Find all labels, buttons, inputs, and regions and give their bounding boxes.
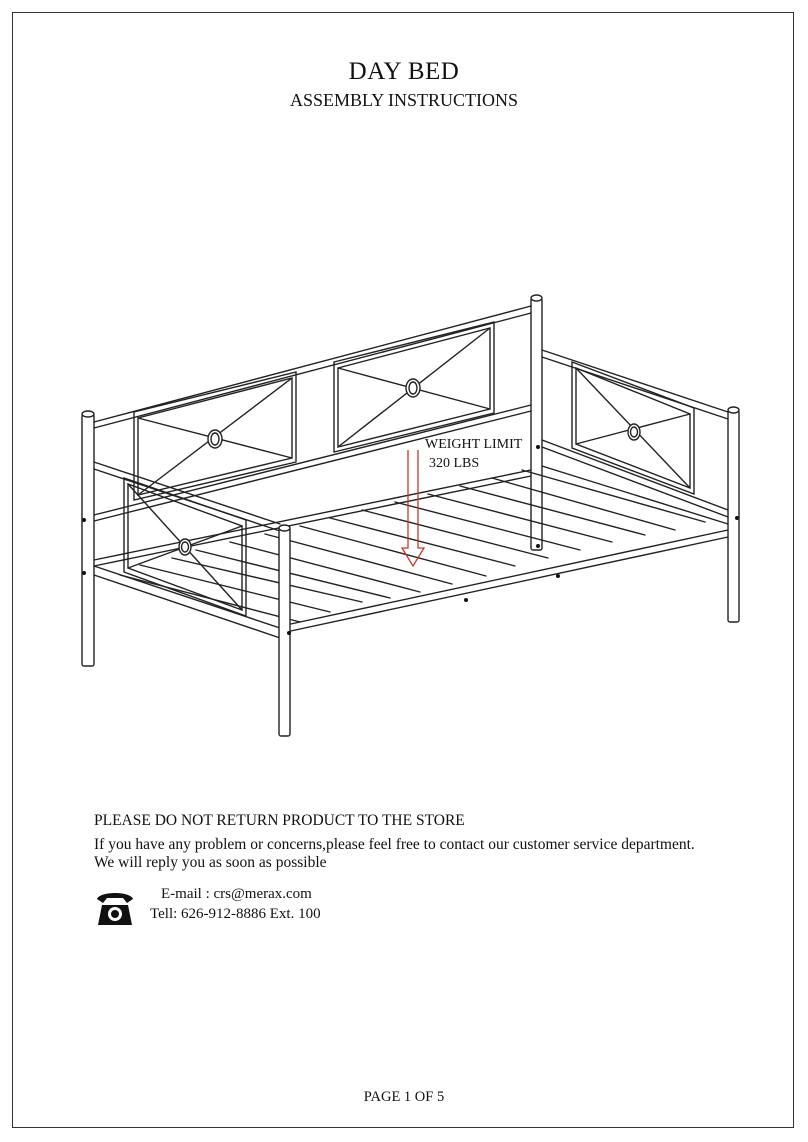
day-bed-illustration — [81, 294, 740, 737]
contact-phone: Tell: 626-912-8886 Ext. 100 — [150, 906, 321, 922]
document-title: DAY BED — [348, 58, 460, 85]
page-number: PAGE 1 OF 5 — [363, 1089, 445, 1105]
contact-email: E-mail : crs@merax.com — [161, 886, 312, 902]
page-border — [12, 12, 794, 1128]
weight-limit-label: WEIGHT LIMIT — [425, 437, 523, 452]
reply-note: We will reply you as soon as possible — [94, 854, 327, 871]
telephone-icon — [97, 893, 133, 925]
contact-instructions: If you have any problem or concerns,plea… — [94, 836, 695, 853]
document-subtitle: ASSEMBLY INSTRUCTIONS — [289, 90, 519, 110]
weight-limit-value: 320 LBS — [429, 456, 480, 471]
return-notice: PLEASE DO NOT RETURN PRODUCT TO THE STOR… — [94, 812, 465, 829]
